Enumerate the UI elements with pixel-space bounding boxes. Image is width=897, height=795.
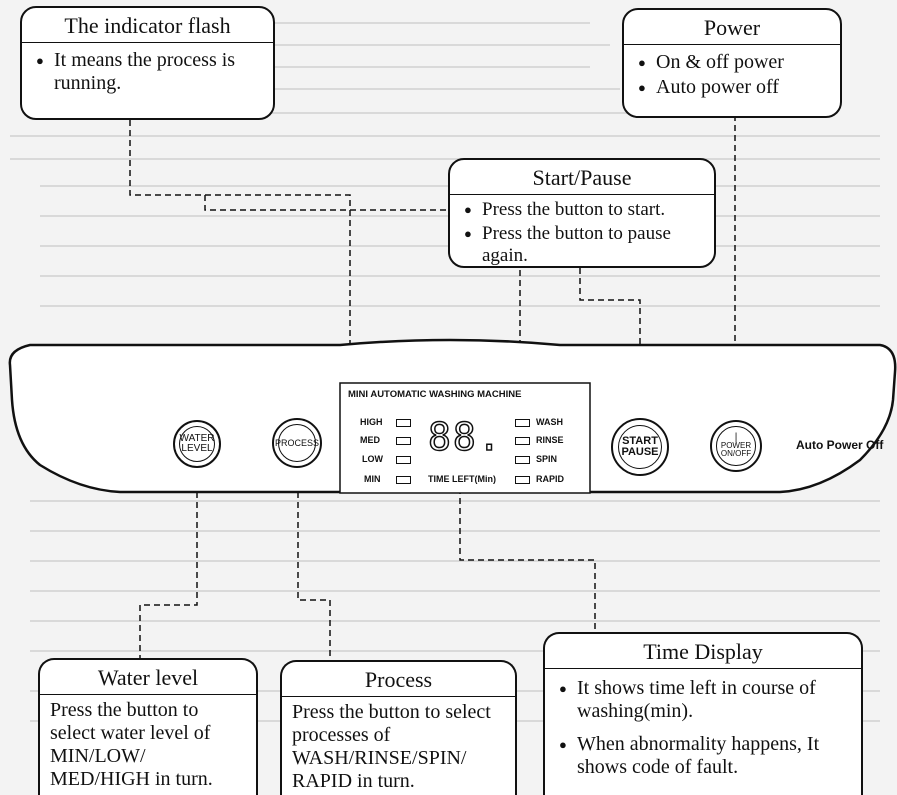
start-pause-bullet-start: Press the button to start. [464,199,706,221]
level-indicator-low [396,456,411,464]
process-label-spin: SPIN [536,454,558,464]
display-panel-frame [339,382,591,494]
power-button-label-2: ON/OFF [720,449,752,458]
water-level-description: Press the button to select water level o… [50,699,213,790]
process-description: Press the button to select processes of … [292,701,491,792]
process-title: Process [364,667,433,692]
time-display-bullet-time-left: It shows time left in course of washing(… [559,677,853,723]
water-level-callout: Water level Press the button to select w… [38,658,258,795]
process-button-label: PROCESS [275,438,320,448]
start-pause-bullet-pause: Press the button to pause again. [464,223,706,267]
level-label-med: MED [360,435,380,445]
process-indicator-rapid [515,476,530,484]
indicator-flash-callout: The indicator flash It means the process… [20,6,275,120]
process-label-wash: WASH [536,417,563,427]
level-label-low: LOW [362,454,383,464]
machine-title: MINI AUTOMATIC WASHING MACHINE [348,389,522,400]
level-indicator-high [396,419,411,427]
start-pause-button-label-2: PAUSE [621,445,659,458]
start-pause-button[interactable]: START PAUSE [611,418,669,476]
time-digit-display: 88. [427,415,503,459]
process-indicator-rinse [515,437,530,445]
start-pause-title: Start/Pause [532,165,632,190]
level-label-high: HIGH [360,417,383,427]
auto-power-off-label: Auto Power Off [796,438,884,452]
process-callout: Process Press the button to select proce… [280,660,517,795]
process-button[interactable]: PROCESS [272,418,322,468]
water-level-button-label-1: WATER [179,433,215,444]
level-indicator-med [396,437,411,445]
power-bullet-auto-off: Auto power off [638,76,832,99]
time-display-callout: Time Display It shows time left in cours… [543,632,863,795]
power-title: Power [703,15,761,40]
power-button-label-1: POWER [720,441,752,450]
start-pause-callout: Start/Pause Press the button to start. P… [448,158,716,268]
water-level-title: Water level [97,665,199,690]
indicator-flash-title: The indicator flash [64,13,231,38]
process-label-rapid: RAPID [536,474,565,484]
indicator-flash-bullet: It means the process is running. [36,49,265,95]
process-indicator-spin [515,456,530,464]
process-label-rinse: RINSE [536,435,564,445]
power-callout: Power On & off power Auto power off [622,8,842,118]
power-symbol-icon: | [734,432,738,443]
level-label-min: MIN [364,474,381,484]
power-bullet-on-off: On & off power [638,51,832,74]
water-level-button-label-2: LEVEL [181,443,213,454]
level-indicator-min [396,476,411,484]
start-pause-button-label-1: START [622,434,658,447]
power-button[interactable]: | POWER ON/OFF [710,420,762,472]
time-display-bullet-fault: When abnormality happens, It shows code … [559,733,853,779]
process-indicator-wash [515,419,530,427]
water-level-button[interactable]: WATER LEVEL [173,420,221,468]
time-left-label: TIME LEFT(Min) [428,474,496,484]
time-display-title: Time Display [643,639,763,664]
